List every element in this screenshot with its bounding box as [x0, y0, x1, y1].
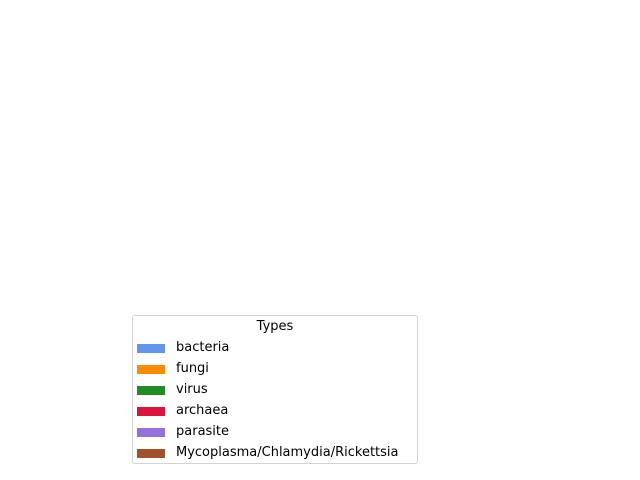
legend-label: fungi — [176, 361, 209, 376]
legend-label: bacteria — [176, 340, 230, 355]
legend-label: archaea — [176, 403, 229, 418]
legend-swatch — [137, 406, 165, 416]
legend-label: virus — [176, 382, 208, 397]
legend-label: parasite — [176, 424, 230, 439]
legend-entry: bacteria — [137, 340, 229, 356]
legend-entry: fungi — [137, 361, 209, 377]
legend-swatch — [137, 364, 165, 374]
legend-entry: Mycoplasma/Chlamydia/Rickettsia — [137, 445, 399, 461]
legend-label: Mycoplasma/Chlamydia/Rickettsia — [176, 445, 399, 460]
legend-title: Types — [256, 319, 294, 334]
legend-swatch — [137, 427, 165, 437]
legend-swatch — [137, 448, 165, 458]
legend-swatch — [137, 385, 165, 395]
legend-entry: archaea — [137, 403, 228, 419]
legend-swatch — [137, 343, 165, 353]
legend-entry: parasite — [137, 424, 229, 440]
legend-entry: virus — [137, 382, 208, 398]
